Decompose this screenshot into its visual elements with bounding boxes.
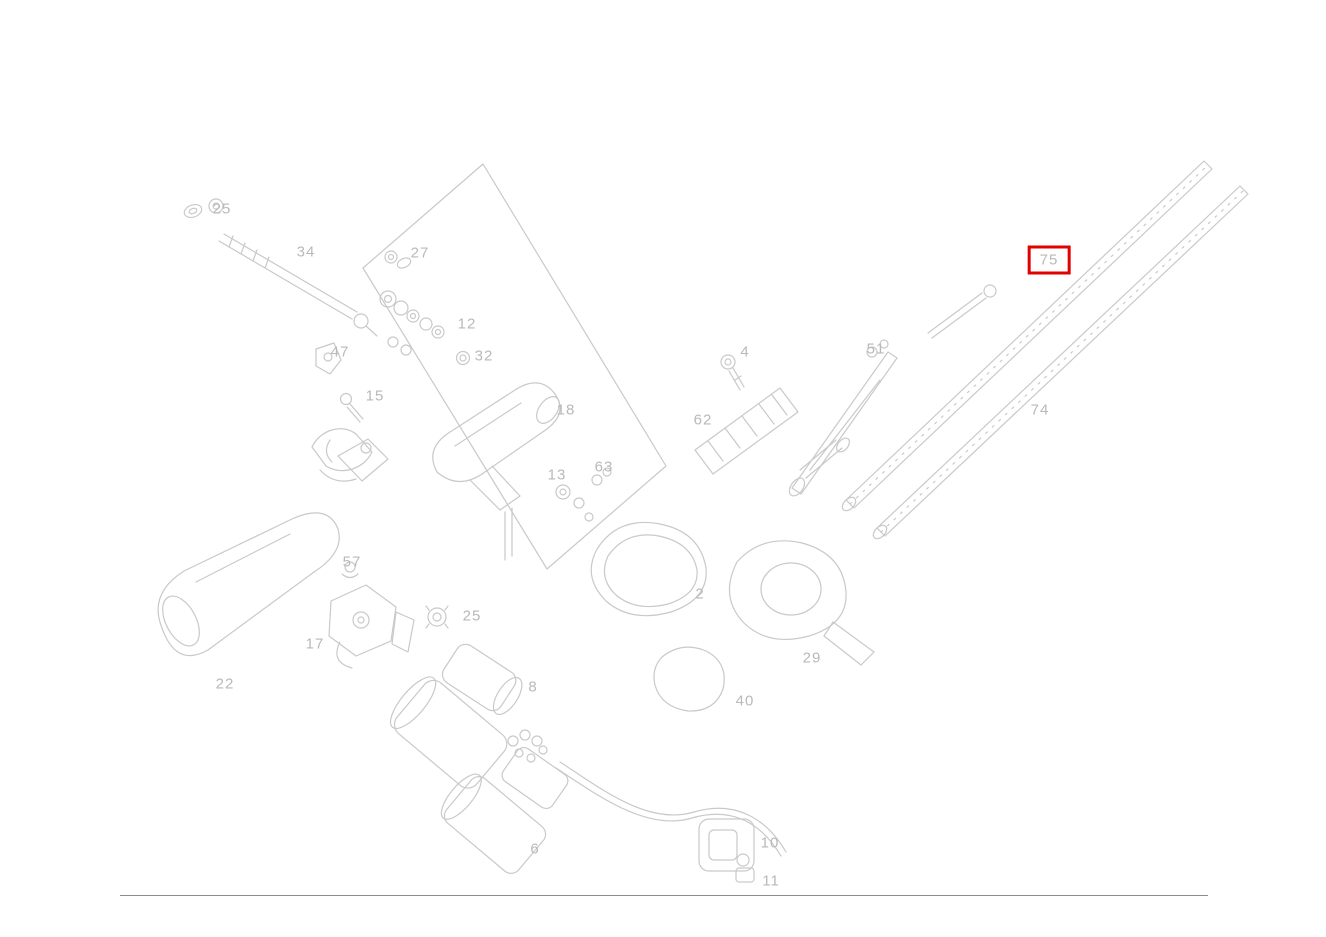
part-callout[interactable]: 18 — [556, 401, 576, 419]
short-lever — [788, 339, 898, 497]
part-callout[interactable]: 29 — [802, 649, 822, 667]
bottom-border-line — [120, 895, 1208, 896]
part-callout[interactable]: 34 — [296, 243, 316, 261]
part-callout[interactable]: 40 — [735, 692, 755, 710]
switch-terminals — [501, 729, 569, 810]
part-callout[interactable]: 12 — [457, 315, 477, 333]
horn-pad — [590, 521, 707, 617]
part-callout[interactable]: 32 — [474, 347, 494, 365]
washer-stack — [379, 290, 445, 356]
contact-plate — [694, 387, 799, 475]
part-callout[interactable]: 10 — [760, 834, 780, 852]
clamp-bracket — [315, 342, 342, 375]
switch-housing — [389, 676, 508, 789]
lever-cluster — [311, 428, 389, 482]
part-callout[interactable]: 63 — [594, 458, 614, 476]
grommet — [653, 646, 725, 712]
column-cover — [157, 512, 340, 657]
part-callout[interactable]: 22 — [215, 675, 235, 693]
part-callout[interactable]: 13 — [547, 466, 567, 484]
part-callout[interactable]: 25 — [462, 607, 482, 625]
part-callout[interactable]: 57 — [342, 553, 362, 571]
washer-bolt-set — [183, 198, 224, 219]
stalk-upper — [841, 160, 1213, 512]
stalk-lower — [872, 185, 1249, 540]
part-callout[interactable]: 62 — [693, 411, 713, 429]
lock-housing — [432, 382, 561, 561]
wiring-harness — [555, 761, 787, 857]
part-callout[interactable]: 15 — [365, 387, 385, 405]
part-callout[interactable]: 2 — [695, 585, 705, 603]
part-callout[interactable]: 8 — [528, 678, 538, 696]
ignition-cylinder — [440, 773, 547, 874]
circlip — [341, 561, 359, 579]
retaining-ring — [455, 350, 471, 366]
tie-rod — [218, 233, 378, 337]
part-callout[interactable]: 25 — [212, 200, 232, 218]
part-callout[interactable]: 4 — [740, 343, 750, 361]
part-callout-highlighted[interactable]: 75 — [1027, 245, 1071, 275]
switch-body — [728, 540, 875, 666]
part-callout[interactable]: 11 — [762, 872, 780, 890]
screw — [720, 354, 745, 391]
rod-with-knob — [927, 284, 997, 339]
small-bolt — [339, 392, 364, 423]
stalk-base-links — [799, 437, 851, 479]
part-callout[interactable]: 17 — [305, 635, 325, 653]
part-callout[interactable]: 6 — [530, 840, 540, 858]
mount-bracket — [328, 584, 415, 669]
part-callout[interactable]: 74 — [1030, 401, 1050, 419]
connector-plug — [698, 818, 755, 883]
part-callout[interactable]: 51 — [866, 340, 886, 358]
part-callout[interactable]: 27 — [410, 244, 430, 262]
mounting-panel-outline — [362, 163, 667, 570]
nut-and-washer — [384, 250, 412, 269]
small-fasteners — [555, 467, 612, 522]
knurled-ring — [425, 605, 449, 629]
lock-cylinder — [441, 643, 523, 716]
part-callout[interactable]: 47 — [330, 343, 350, 361]
